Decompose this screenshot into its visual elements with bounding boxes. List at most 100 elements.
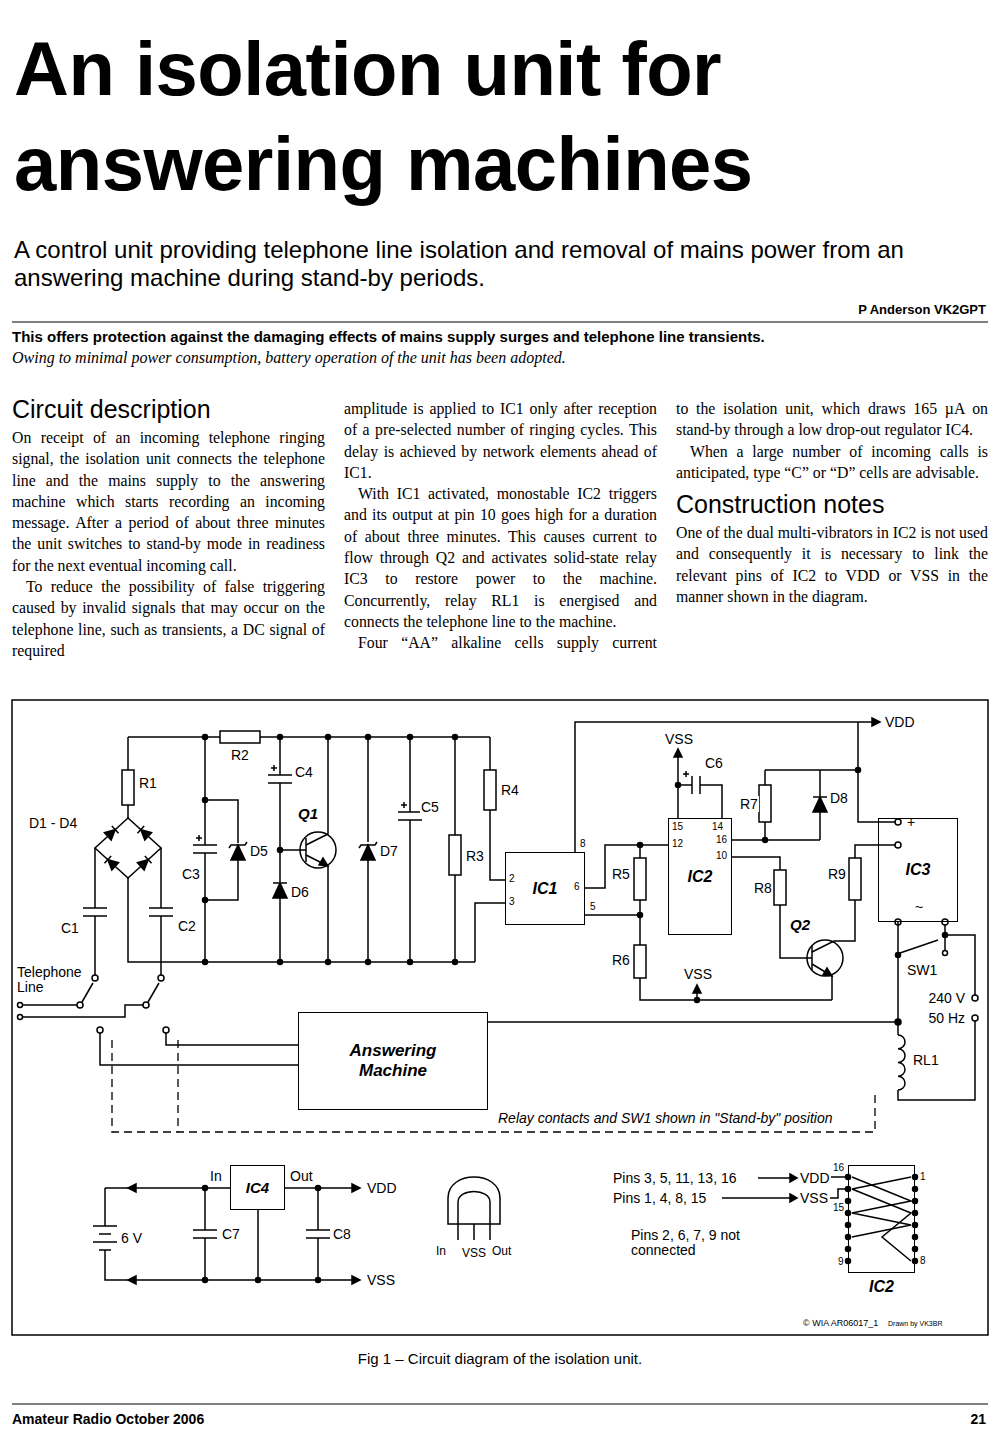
junction-dot [453, 735, 458, 740]
pin-diagram [913, 1223, 918, 1228]
pin-diagram [852, 1177, 911, 1237]
pin-diagram [913, 1235, 918, 1240]
pin-label: ~ [914, 899, 924, 915]
supply-label: 240 V [927, 990, 966, 1006]
net-label: VSS [366, 1272, 396, 1288]
junction-dot [366, 960, 371, 965]
wire [205, 800, 238, 900]
regulator-package [448, 1177, 500, 1224]
note: Relay contacts and SW1 shown in "Stand-b… [495, 1110, 835, 1126]
part-label: C2 [177, 918, 197, 934]
section-heading: Circuit description [12, 394, 325, 424]
terminal [942, 919, 948, 925]
wire [475, 903, 505, 962]
pin-number: 6 [574, 881, 580, 892]
mechanical-link [112, 1040, 875, 1132]
switch-symbol [163, 1027, 169, 1033]
pin-number: 1 [920, 1171, 926, 1182]
part-label: D6 [290, 884, 310, 900]
pin-number: 9 [838, 1256, 844, 1267]
pin-label: In [436, 1244, 446, 1258]
part-label: R7 [739, 796, 759, 812]
diode-symbol [137, 856, 151, 870]
regulator-package [448, 1177, 500, 1240]
resistor-symbol [484, 770, 496, 810]
wire [95, 818, 161, 878]
junction-dot [695, 998, 700, 1003]
arrow-head [693, 985, 701, 993]
capacitor-symbol [683, 771, 700, 794]
regulator-package [458, 1224, 490, 1240]
diode-symbol [231, 845, 245, 860]
box-label: IC1 [533, 880, 558, 898]
junction-dot [408, 960, 413, 965]
wire-connector [585, 845, 668, 888]
pin-diagram [913, 1187, 918, 1192]
terminal [18, 819, 979, 1021]
terminal-label: Telephone Line [16, 965, 80, 995]
pin-number: 2 [509, 873, 515, 884]
part-label: D7 [379, 843, 399, 859]
terminal [18, 1015, 23, 1020]
wire [732, 857, 812, 958]
pin-number: 16 [716, 834, 727, 845]
resistor-symbol [122, 731, 861, 978]
figure-caption: Fig 1 – Circuit diagram of the isolation… [358, 1350, 642, 1367]
part-label: C5 [420, 799, 440, 815]
transistor-symbol [300, 832, 843, 976]
part-label: R3 [465, 848, 485, 864]
junction-dot [278, 735, 283, 740]
pin-label: In [209, 1168, 223, 1184]
pin-list: Pins 3, 5, 11, 13, 16 [612, 1170, 738, 1186]
standfirst: A control unit providing telephone line … [14, 236, 904, 292]
pin-number: 15 [672, 821, 683, 832]
figure-frame [12, 700, 988, 1335]
transistor-symbol [811, 946, 813, 970]
figure-frame [12, 700, 988, 1335]
credit: © WIA AR06017_1 [803, 1318, 878, 1328]
diode-symbol [104, 826, 118, 840]
part-label: C6 [704, 755, 724, 771]
junction-dot [203, 735, 208, 740]
junction-dot [763, 838, 768, 843]
arrow-head [674, 749, 682, 757]
junction-dot [453, 960, 458, 965]
battery-symbol [93, 1226, 117, 1250]
part-label: C3 [181, 866, 201, 882]
resistor-symbol [774, 870, 786, 905]
junction-dot [408, 735, 413, 740]
device-box: Answering Machine [298, 1012, 488, 1110]
wire [100, 1033, 298, 1065]
junction-dot [203, 898, 208, 903]
part-label: C1 [60, 920, 80, 936]
wire-connector [488, 922, 898, 1022]
byline: P Anderson VK2GPT [858, 302, 986, 317]
wire [128, 736, 490, 738]
part-label: 6 V [120, 1230, 143, 1246]
wire [204, 737, 206, 962]
net-label: VSS [664, 731, 694, 747]
diode-symbol [104, 797, 827, 898]
arrow-head [352, 1184, 360, 1192]
diode-symbol [813, 797, 827, 812]
pin-diagram [852, 1177, 911, 1261]
wire [855, 845, 895, 858]
part-label: C8 [332, 1226, 352, 1242]
transistor-symbol [319, 858, 328, 866]
pin-list: Pins 2, 6, 7, 9 not connected [630, 1228, 752, 1258]
junction-dot [203, 1186, 208, 1191]
relay-coil [898, 1035, 905, 1090]
pin-diagram [913, 1247, 918, 1252]
junction-dot [638, 913, 643, 918]
arrow-head [872, 718, 880, 726]
junction-dot [856, 768, 861, 773]
switch-symbol [143, 1002, 149, 1008]
junction-dot [256, 1278, 261, 1283]
footer-rule [12, 1403, 988, 1405]
part-label: R4 [500, 782, 520, 798]
pin-diagram [913, 1211, 918, 1216]
resistor-symbol [759, 785, 771, 822]
pin-label: VSS [462, 1246, 486, 1260]
wire [575, 722, 872, 852]
wire [732, 770, 820, 840]
